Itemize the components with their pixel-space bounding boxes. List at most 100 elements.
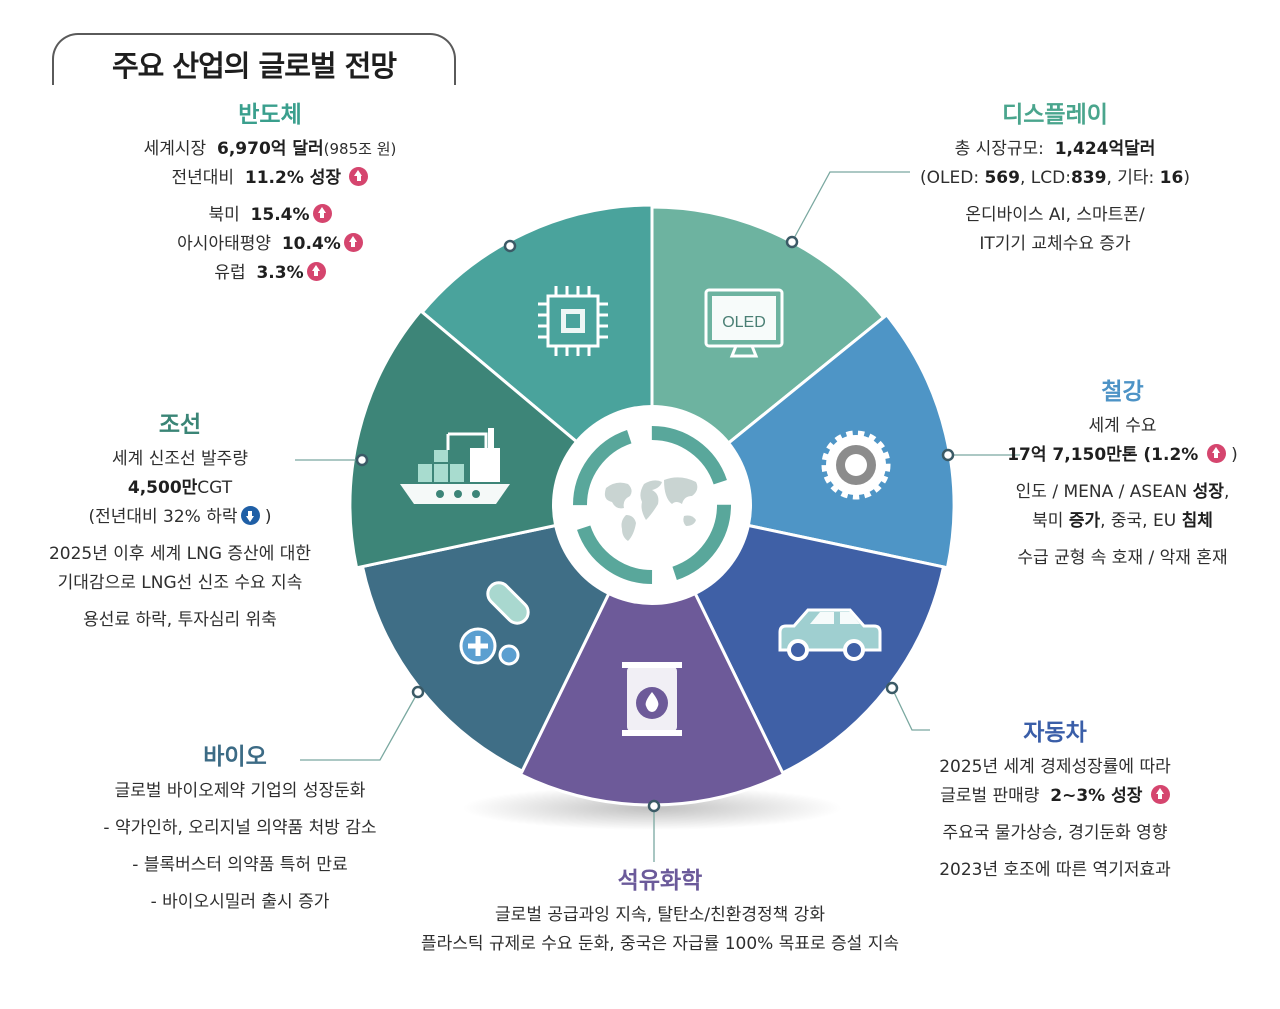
display-driver-2: IT기기 교체수요 증가	[979, 234, 1131, 254]
region-text: 북미	[1032, 511, 1064, 531]
sales-label: 글로벌 판매량	[940, 786, 1040, 806]
leader-dot-steel	[941, 448, 955, 462]
comma: ,	[1223, 482, 1230, 502]
bio-line-1: 글로벌 바이오제약 기업의 성장둔화	[114, 781, 366, 801]
region-value: 15.4%	[250, 205, 310, 225]
growth-value: 11.2% 성장	[244, 168, 342, 188]
capsule-medicine-icon	[459, 581, 530, 666]
display-breakdown: (OLED: 569, LCD:839, 기타: 16)	[890, 164, 1220, 193]
market-label: 총 시장규모:	[954, 139, 1044, 159]
display-driver-1: 온디바이스 AI, 스마트폰/	[965, 205, 1145, 225]
world-map-icon	[604, 477, 698, 541]
leader-dot-shipbuilding	[355, 453, 369, 467]
page-title: 주요 산업의 글로벌 전망	[111, 49, 397, 83]
steel-info: 철강 세계 수요 17억 7,150만톤 (1.2% ) 인도 / MENA /…	[985, 375, 1260, 573]
shipbuilding-note-2: 기대감으로 LNG선 신조 수요 지속	[57, 573, 303, 593]
semiconductor-info: 반도체 세계시장 6,970억 달러(985조 원) 전년대비 11.2% 성장…	[120, 98, 420, 288]
cargo-ship-icon	[400, 428, 510, 504]
auto-sales: 글로벌 판매량 2~3% 성장	[900, 782, 1210, 811]
lcd-value: 839	[1070, 168, 1107, 188]
steel-other-regions: 북미 증가, 중국, EU 침체	[985, 507, 1260, 536]
close-paren: )	[264, 507, 272, 527]
steel-heading: 철강	[1101, 379, 1144, 405]
leader-line-bio	[300, 691, 419, 761]
region-label: 유럽	[214, 263, 246, 283]
close-paren: )	[1231, 445, 1238, 465]
leader-line-display	[791, 171, 910, 243]
shipbuilding-info: 조선 세계 신조선 발주량 4,500만CGT (전년대비 32% 하락 ) 2…	[20, 408, 340, 635]
up-arrow-icon	[306, 262, 326, 281]
auto-info: 자동차 2025년 세계 경제성장률에 따라 글로벌 판매량 2~3% 성장 주…	[900, 716, 1210, 885]
steel-demand: 17억 7,150만톤 (1.2% )	[985, 441, 1260, 470]
market-won: (985조 원)	[323, 140, 397, 158]
oled-label: OLED	[722, 314, 766, 331]
region-north-america: 북미 15.4%	[120, 201, 420, 230]
region-label: 아시아태평양	[177, 234, 272, 254]
shipbuilding-note-1: 2025년 이후 세계 LNG 증산에 대한	[48, 544, 312, 564]
region-value: 3.3%	[256, 263, 304, 283]
chip-icon	[538, 286, 608, 356]
shipbuilding-note-3: 용선료 하락, 투자심리 위축	[83, 610, 277, 630]
up-arrow-icon	[343, 233, 363, 252]
up-arrow-icon	[1150, 785, 1170, 804]
up-arrow-icon	[1206, 444, 1226, 463]
bio-info: 바이오 글로벌 바이오제약 기업의 성장둔화 - 약가인하, 오리지널 의약품 …	[70, 740, 410, 917]
etc-value: 16	[1159, 168, 1184, 188]
leader-lines	[295, 171, 1020, 862]
region-europe: 유럽 3.3%	[120, 259, 420, 288]
leader-dot-display	[785, 235, 799, 249]
oled-value: 569	[984, 168, 1020, 188]
region-text: , 중국, EU	[1100, 511, 1177, 531]
steel-demand-label: 세계 수요	[1088, 416, 1157, 436]
regions-text: 인도 / MENA / ASEAN	[1015, 482, 1188, 502]
leader-dot-bio	[411, 685, 425, 699]
increase-word: 증가	[1068, 511, 1101, 531]
title-frame: 주요 산업의 글로벌 전망	[52, 33, 456, 85]
gear-icon	[821, 430, 891, 500]
growth-word: 성장	[1192, 482, 1224, 502]
display-market: 총 시장규모: 1,424억달러	[890, 135, 1220, 164]
order-unit: CGT	[197, 478, 233, 498]
bio-line-4: - 바이오시밀러 출시 증가	[150, 892, 330, 912]
close-paren: )	[1183, 168, 1190, 188]
shipbuilding-heading: 조선	[158, 412, 202, 438]
up-arrow-icon	[349, 167, 369, 186]
region-asia-pacific: 아시아태평양 10.4%	[120, 230, 420, 259]
market-label: 세계시장	[143, 139, 207, 159]
leader-line-auto	[891, 687, 930, 731]
growth-label: 전년대비	[171, 168, 235, 188]
order-value: 4,500만	[127, 478, 198, 498]
market-value: 6,970억 달러	[217, 139, 324, 159]
bio-heading: 바이오	[203, 744, 267, 770]
lcd-label-text: , LCD:	[1019, 168, 1071, 188]
sales-value: 2~3% 성장	[1050, 786, 1143, 806]
leader-dot-semiconductor	[503, 239, 517, 253]
bio-line-3: - 블록버스터 의약품 특허 만료	[132, 855, 348, 875]
shipbuilding-order: 4,500만CGT	[20, 474, 340, 503]
auto-note-2: 2023년 호조에 따른 역기저효과	[939, 860, 1171, 880]
auto-note-1: 주요국 물가상승, 경기둔화 영향	[942, 823, 1168, 843]
petrochem-line-1: 글로벌 공급과잉 지속, 탈탄소/친환경정책 강화	[495, 905, 825, 925]
petrochem-line-2: 플라스틱 규제로 수요 둔화, 중국은 자급률 100% 목표로 증설 지속	[421, 934, 899, 954]
oled-label-text: (OLED:	[920, 168, 980, 188]
auto-heading: 자동차	[1023, 720, 1087, 746]
shipbuilding-change: (전년대비 32% 하락 )	[20, 503, 340, 532]
car-icon	[778, 608, 882, 661]
up-arrow-icon	[312, 204, 332, 223]
etc-label-text: , 기타:	[1106, 168, 1155, 188]
steel-summary: 수급 균형 속 호재 / 악재 혼재	[1017, 548, 1228, 568]
center-globe	[552, 405, 752, 605]
bio-line-2: - 약가인하, 오리지널 의약품 처방 감소	[103, 818, 377, 838]
petrochem-heading: 석유화학	[617, 868, 703, 894]
display-heading: 디스플레이	[1002, 102, 1108, 128]
steel-growth-regions: 인도 / MENA / ASEAN 성장,	[985, 478, 1260, 507]
down-arrow-icon	[240, 506, 260, 525]
semiconductor-market: 세계시장 6,970억 달러(985조 원)	[120, 135, 420, 164]
oil-barrel-icon	[622, 662, 682, 736]
petrochem-info: 석유화학 글로벌 공급과잉 지속, 탈탄소/친환경정책 강화 플라스틱 규제로 …	[380, 864, 940, 959]
market-value: 1,424억달러	[1054, 139, 1156, 159]
stagnation-word: 침체	[1181, 511, 1213, 531]
region-label: 북미	[208, 205, 240, 225]
semiconductor-growth: 전년대비 11.2% 성장	[120, 164, 420, 193]
semiconductor-heading: 반도체	[238, 102, 302, 128]
